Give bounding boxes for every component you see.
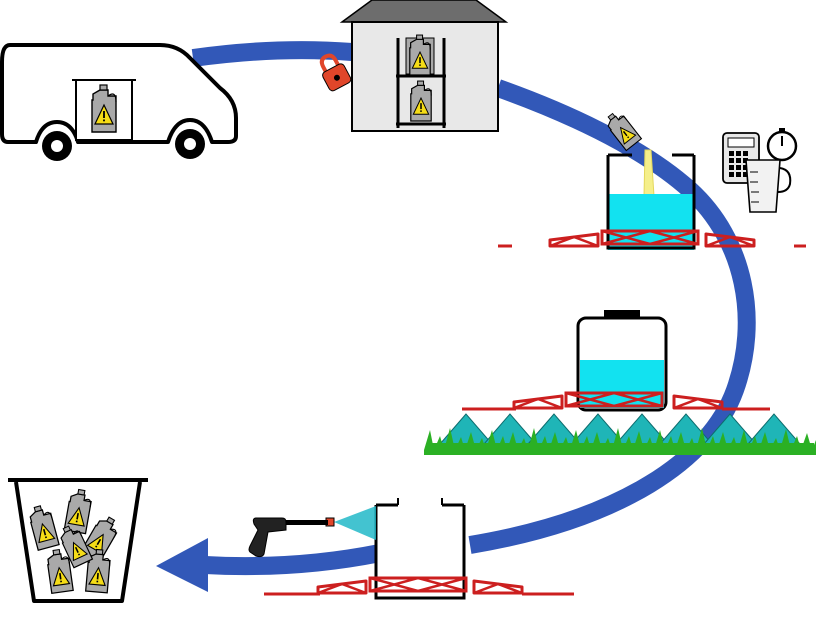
stopwatch-icon <box>766 128 798 162</box>
flow-arrow <box>156 41 756 592</box>
flow-arrowhead-icon <box>156 538 208 592</box>
grass-icon <box>424 428 816 455</box>
sprayer-spraying-icon <box>424 310 816 455</box>
pressure-washer-icon <box>248 506 376 558</box>
waste-bin-icon <box>8 478 148 603</box>
padlock-icon <box>319 53 352 92</box>
measuring-jug-icon <box>745 159 792 213</box>
van-icon <box>0 43 238 161</box>
sprayer-filling-icon <box>498 108 806 250</box>
sprayer-washing-icon <box>264 498 574 600</box>
store-icon <box>339 0 509 132</box>
